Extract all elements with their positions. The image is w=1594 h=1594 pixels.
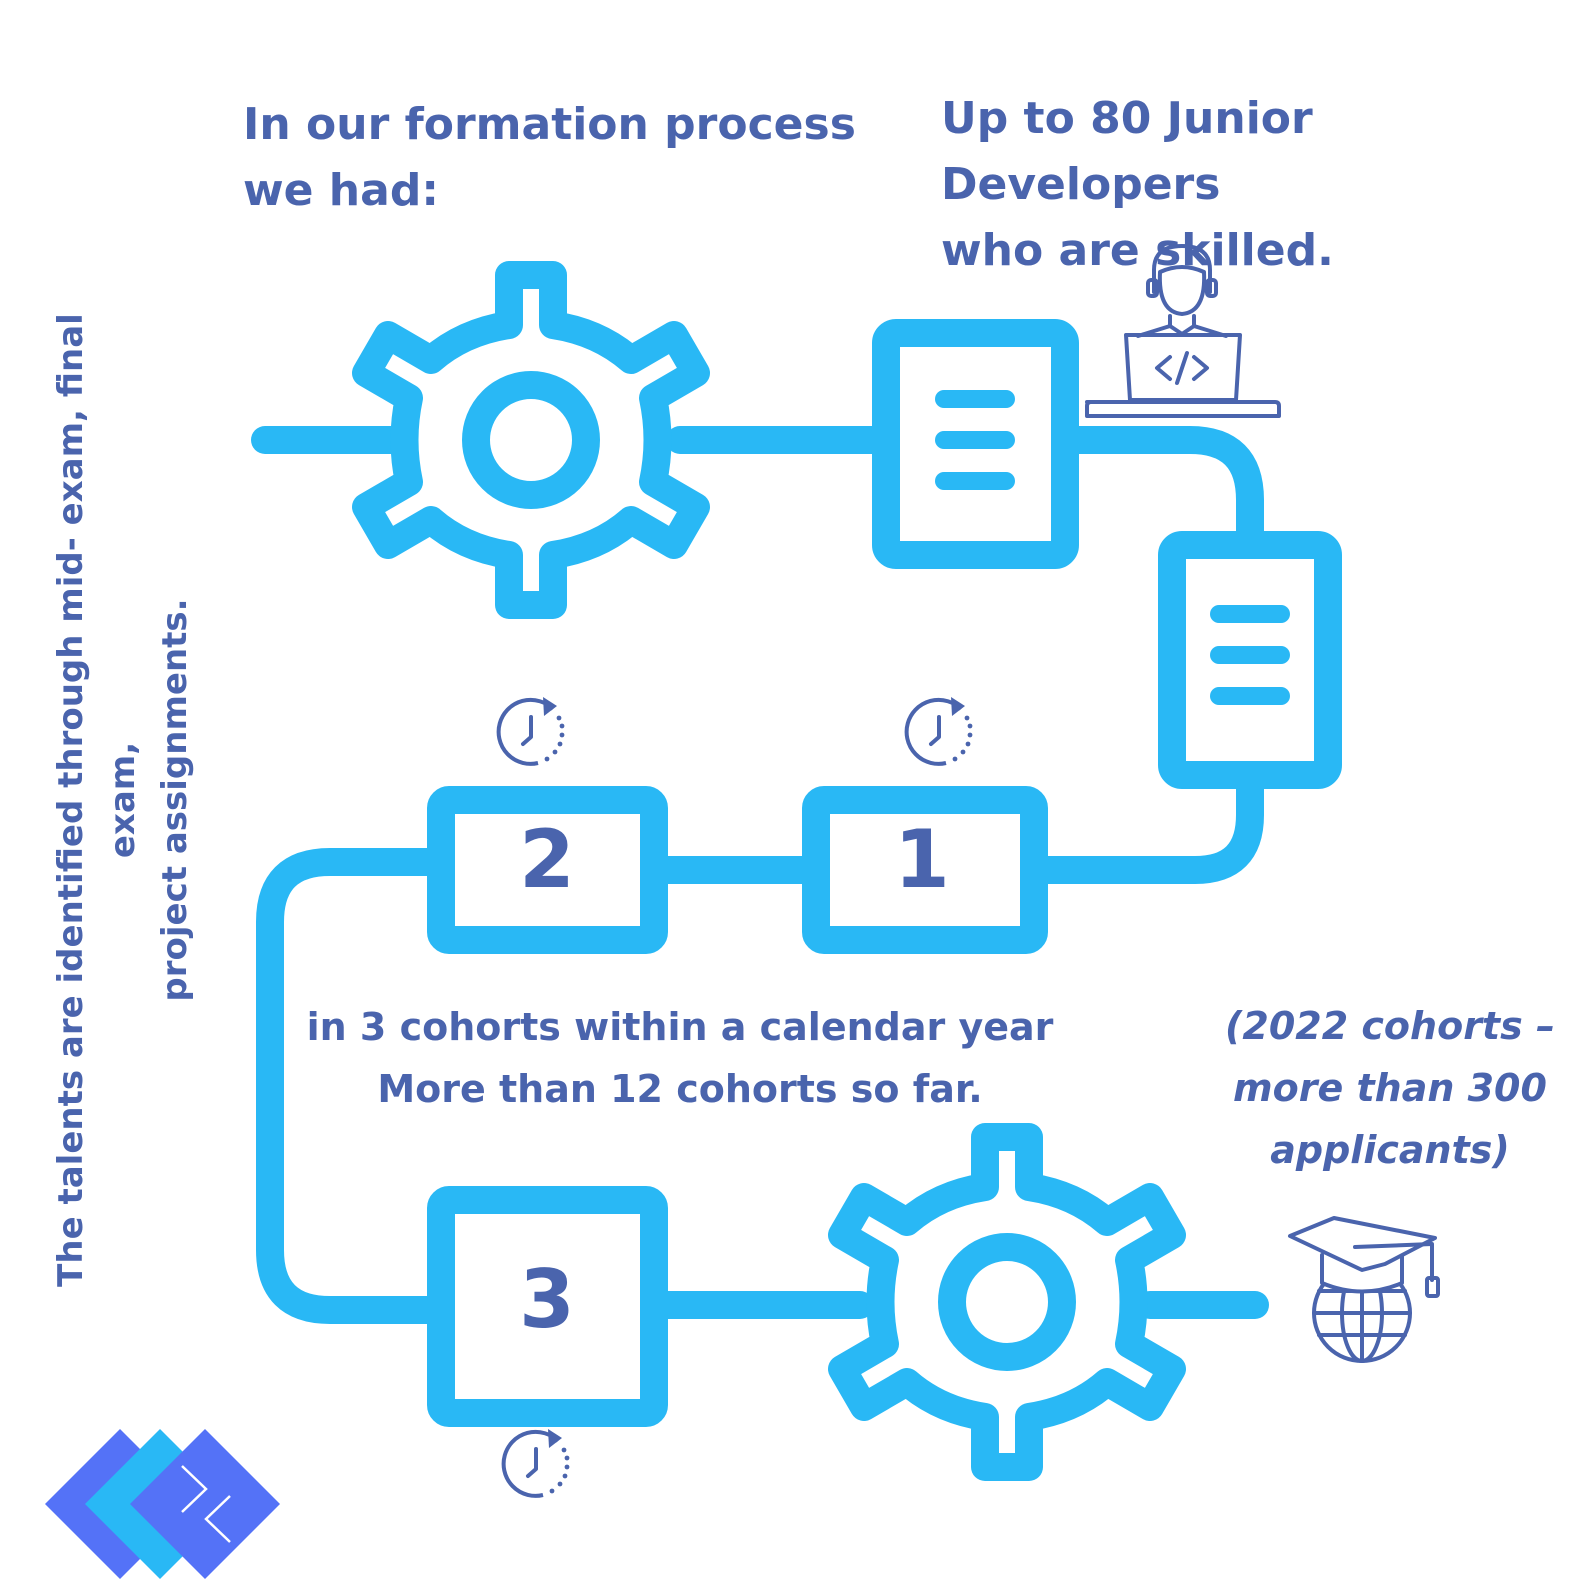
applicants-line-1: (2022 cohorts – [1225,1004,1555,1048]
developer-laptop-icon [1085,244,1281,418]
cohorts-line-1: in 3 cohorts within a calendar year [306,1005,1054,1049]
document-icon [1158,531,1342,789]
applicants-line-3: applicants) [1270,1128,1510,1172]
cohorts-line-2: More than 12 cohorts so far. [377,1067,983,1111]
logo-mark [45,1429,280,1579]
applicants-note: (2022 cohorts – more than 300 applicants… [1190,995,1590,1181]
step-box-2 [427,786,668,954]
heading-left-line-2: we had: [243,165,439,216]
heading-right-line-1: Up to 80 Junior Developers [941,93,1313,210]
step-number-1: 1 [894,813,950,906]
heading-right: Up to 80 Junior Developers who are skill… [941,86,1591,284]
gear-icon [366,275,696,605]
side-text: The talents are identified through mid- … [45,260,201,1340]
document-icon [872,319,1079,569]
graduation-globe-icon [1288,1216,1440,1363]
cohorts-text: in 3 cohorts within a calendar year More… [300,996,1060,1120]
gear-icon [842,1137,1172,1467]
clock-icon [501,1427,572,1498]
step-box-1 [802,786,1048,954]
heading-left-line-1: In our formation process [243,99,856,150]
heading-left: In our formation process we had: [243,92,883,224]
clock-icon [496,695,567,766]
connector-path [251,426,1269,1324]
step-number-2: 2 [519,813,575,906]
clock-icon [904,695,975,766]
step-box-3 [427,1186,668,1427]
applicants-line-2: more than 300 [1233,1066,1547,1110]
heading-right-line-2: who are skilled. [941,225,1334,276]
side-text-line-1: The talents are identified through mid- … [51,313,143,1287]
step-number-3: 3 [519,1253,575,1346]
side-text-line-2: project assignments. [155,598,195,1002]
